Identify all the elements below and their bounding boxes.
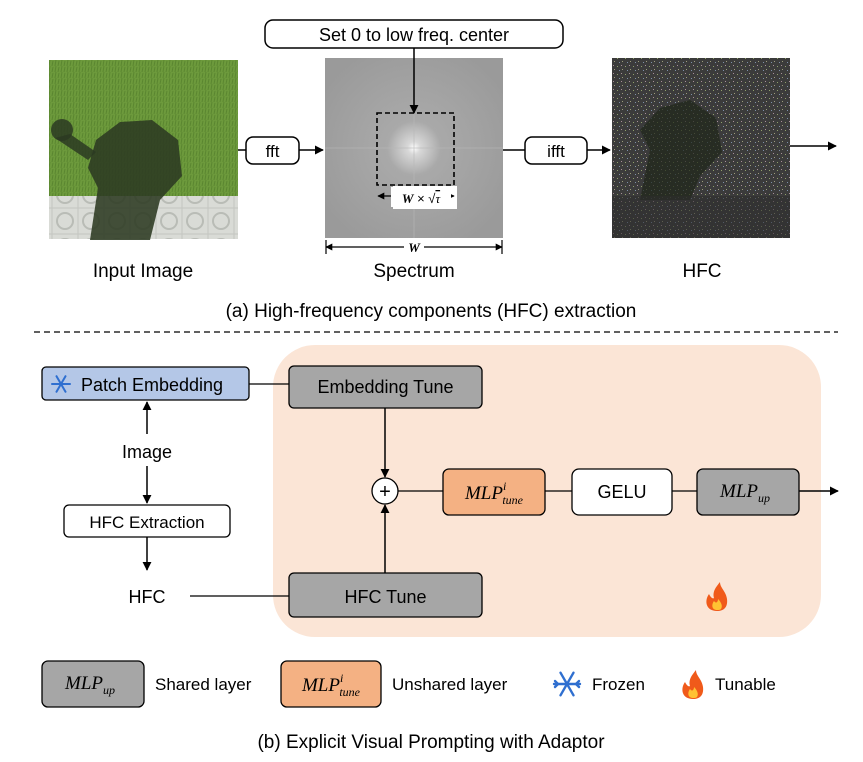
ifft-box: ifft	[524, 136, 588, 165]
legend-shared-box-label: MLPup	[64, 673, 115, 697]
input-image-label: Input Image	[93, 261, 193, 282]
outer-width-label-box	[404, 239, 424, 255]
embedding-tune-box: Embedding Tune	[288, 365, 483, 409]
legend-shared-label: Shared layer	[155, 675, 252, 694]
embedding-tune-label: Embedding Tune	[317, 377, 453, 397]
low-freq-center-box	[376, 112, 455, 186]
hfc-tune-label: HFC Tune	[344, 587, 426, 607]
patch-embedding-box: Patch Embedding	[41, 366, 250, 401]
legend-tunable-label: Tunable	[715, 675, 776, 694]
legend-shared-box: MLPup	[41, 660, 145, 708]
caption-b: (b) Explicit Visual Prompting with Adapt…	[257, 732, 605, 753]
ifft-label: ifft	[547, 142, 565, 161]
fft-label: fft	[266, 142, 280, 161]
inner-width-label-box	[391, 187, 451, 207]
patch-embedding-label: Patch Embedding	[81, 375, 223, 395]
gelu-label: GELU	[597, 482, 646, 502]
input-image	[49, 60, 238, 240]
hfc-extraction-label: HFC Extraction	[89, 513, 204, 532]
inner-width-label: W × √τ	[402, 191, 442, 206]
image-label: Image	[122, 442, 172, 462]
hfc-image-label: HFC	[682, 261, 721, 282]
legend-snowflake-icon	[552, 671, 582, 697]
gelu-box: GELU	[571, 468, 673, 516]
spectrum-label: Spectrum	[373, 261, 454, 282]
mlp-up-label: MLPup	[719, 481, 770, 505]
fire-icon	[706, 582, 728, 611]
hfc-image	[612, 58, 790, 238]
set-zero-box: Set 0 to low freq. center	[264, 19, 564, 49]
hfc-tune-box: HFC Tune	[288, 572, 483, 618]
legend-unshared-label: Unshared layer	[392, 675, 508, 694]
fft-box: fft	[245, 136, 300, 165]
mlp-up-box: MLPup	[696, 468, 800, 516]
set-zero-label: Set 0 to low freq. center	[319, 25, 509, 45]
snowflake-icon	[51, 375, 71, 393]
add-node: +	[371, 477, 399, 505]
hfc-extraction-box: HFC Extraction	[63, 504, 231, 538]
hfc-label: HFC	[129, 587, 166, 607]
caption-a: (a) High-frequency components (HFC) extr…	[226, 301, 637, 322]
legend-fire-icon	[682, 670, 704, 699]
legend-frozen-label: Frozen	[592, 675, 645, 694]
add-symbol: +	[379, 481, 391, 503]
outer-width-label: W	[408, 240, 421, 255]
